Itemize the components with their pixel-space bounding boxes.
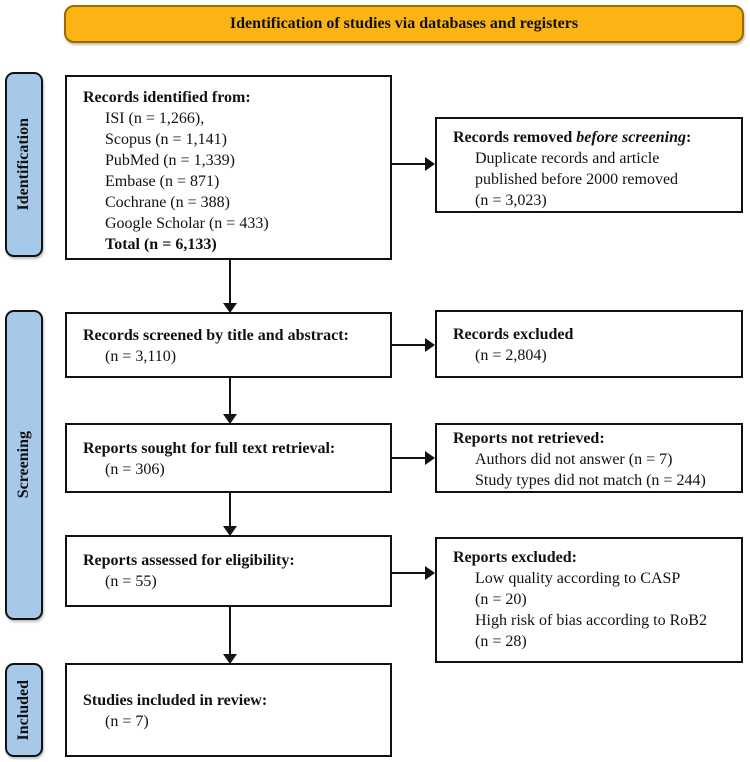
diagram-title: Identification of studies via databases … <box>229 15 579 32</box>
stage-label-screening: Screening <box>5 310 43 620</box>
box-records-identified: Records identified from: ISI (n = 1,266)… <box>65 75 392 260</box>
arrowhead-right-icon <box>425 451 435 465</box>
box-reports-excluded: Reports excluded: Low quality according … <box>435 537 743 663</box>
stage-label-included: Included <box>5 663 43 757</box>
stage-label-text: Included <box>15 679 32 741</box>
box-title: Reports not retrieved: <box>453 430 605 447</box>
title-emphasis: before screening <box>576 129 686 146</box>
arrow-line <box>392 344 426 346</box>
stage-label-identification: Identification <box>5 72 43 257</box>
arrow-line <box>229 607 231 655</box>
title-suffix: : <box>686 129 692 146</box>
detail-line: Authors did not answer (n = 7) <box>475 451 673 468</box>
detail-line: Study types did not match (n = 244) <box>475 472 706 489</box>
count-line: (n = 55) <box>105 573 157 590</box>
diagram-title-banner: Identification of studies via databases … <box>64 5 744 43</box>
source-count: Google Scholar (n = 433) <box>105 215 269 232</box>
right-arrow-icon <box>392 451 435 465</box>
right-arrow-icon <box>392 566 435 580</box>
box-records-screened: Records screened by title and abstract: … <box>65 312 392 378</box>
arrow-line <box>392 457 426 459</box>
arrowhead-right-icon <box>425 338 435 352</box>
box-reports-assessed: Reports assessed for eligibility: (n = 5… <box>65 535 392 607</box>
box-title: Records removed before screening: <box>453 127 733 148</box>
source-count: Scopus (n = 1,141) <box>105 131 227 148</box>
count-line: (n = 306) <box>105 461 165 478</box>
arrow-line <box>229 260 231 304</box>
arrowhead-right-icon <box>425 566 435 580</box>
count-line: (n = 3,110) <box>105 348 177 365</box>
count-line: (n = 28) <box>475 633 527 650</box>
count-line: (n = 20) <box>475 591 527 608</box>
arrow-line <box>392 163 426 165</box>
source-count: Embase (n = 871) <box>105 173 220 190</box>
box-title: Records excluded <box>453 326 574 343</box>
box-title: Records screened by title and abstract: <box>83 327 349 344</box>
detail-line: Low quality according to CASP <box>475 570 681 587</box>
box-reports-sought: Reports sought for full text retrieval: … <box>65 423 392 493</box>
source-count: PubMed (n = 1,339) <box>105 152 235 169</box>
source-count: Cochrane (n = 388) <box>105 194 230 211</box>
box-title: Reports excluded: <box>453 549 577 566</box>
total-count: Total (n = 6,133) <box>105 236 217 253</box>
stage-label-text: Identification <box>15 118 32 211</box>
detail-line: High risk of bias according to RoB2 <box>475 612 707 629</box>
title-prefix: Records removed <box>453 129 577 146</box>
box-records-removed: Records removed before screening: Duplic… <box>435 117 743 213</box>
box-studies-included: Studies included in review: (n = 7) <box>65 663 392 757</box>
arrowhead-down-icon <box>223 414 237 424</box>
down-arrow-icon <box>222 378 238 424</box>
source-count: ISI (n = 1,266), <box>105 110 205 127</box>
count-line: (n = 7) <box>105 713 149 730</box>
arrowhead-down-icon <box>223 303 237 313</box>
stage-label-text: Screening <box>15 431 32 499</box>
down-arrow-icon <box>222 260 238 313</box>
arrowhead-right-icon <box>425 157 435 171</box>
box-title: Reports sought for full text retrieval: <box>83 440 336 457</box>
box-title: Reports assessed for eligibility: <box>83 552 295 569</box>
box-title: Records identified from: <box>83 89 251 106</box>
down-arrow-icon <box>222 607 238 664</box>
count-line: (n = 3,023) <box>475 192 547 209</box>
box-title: Studies included in review: <box>83 692 268 709</box>
arrow-line <box>229 493 231 527</box>
detail-line: Duplicate records and article <box>475 150 660 167</box>
down-arrow-icon <box>222 493 238 536</box>
arrow-line <box>229 378 231 415</box>
arrow-line <box>392 572 426 574</box>
right-arrow-icon <box>392 338 435 352</box>
count-line: (n = 2,804) <box>475 347 547 364</box>
box-reports-not-retrieved: Reports not retrieved: Authors did not a… <box>435 423 743 493</box>
arrowhead-down-icon <box>223 654 237 664</box>
arrowhead-down-icon <box>223 526 237 536</box>
detail-line: published before 2000 removed <box>475 171 679 188</box>
box-records-excluded: Records excluded (n = 2,804) <box>435 310 743 378</box>
right-arrow-icon <box>392 157 435 171</box>
